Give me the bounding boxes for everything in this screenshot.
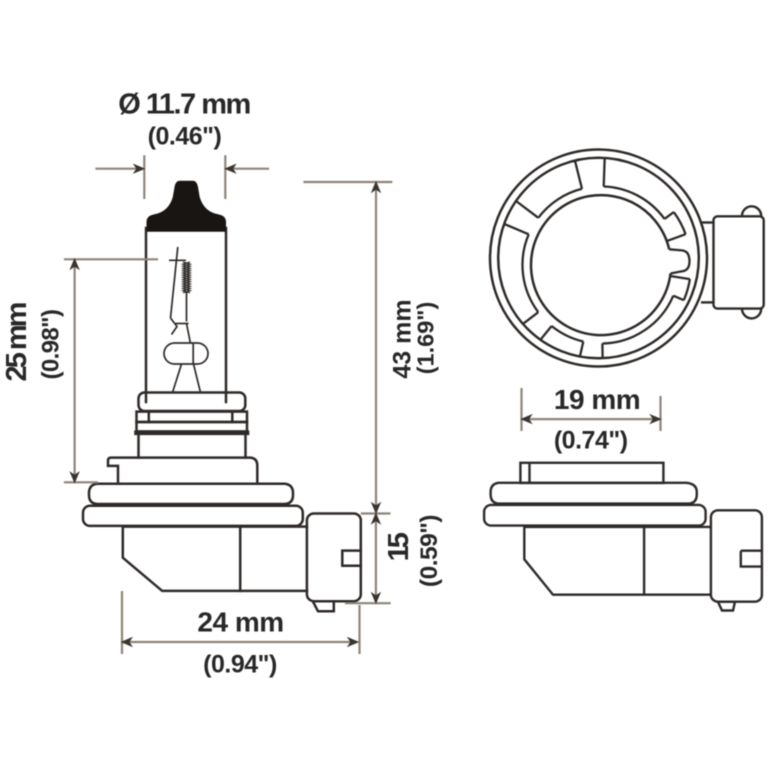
- svg-text:(0.46"): (0.46"): [148, 123, 222, 151]
- svg-text:(0.59"): (0.59"): [416, 515, 443, 587]
- svg-text:24 mm: 24 mm: [197, 607, 283, 638]
- svg-text:25 mm: 25 mm: [1, 303, 33, 381]
- svg-text:(0.74"): (0.74"): [554, 427, 628, 455]
- svg-text:19 mm: 19 mm: [554, 384, 640, 415]
- svg-text:(0.98"): (0.98"): [38, 310, 65, 380]
- svg-text:(1.69"): (1.69"): [413, 302, 439, 375]
- svg-text:15: 15: [383, 532, 415, 561]
- svg-text:Ø 11.7 mm: Ø 11.7 mm: [118, 89, 250, 121]
- svg-text:(0.94"): (0.94"): [203, 651, 277, 679]
- svg-text:43 mm: 43 mm: [389, 299, 417, 378]
